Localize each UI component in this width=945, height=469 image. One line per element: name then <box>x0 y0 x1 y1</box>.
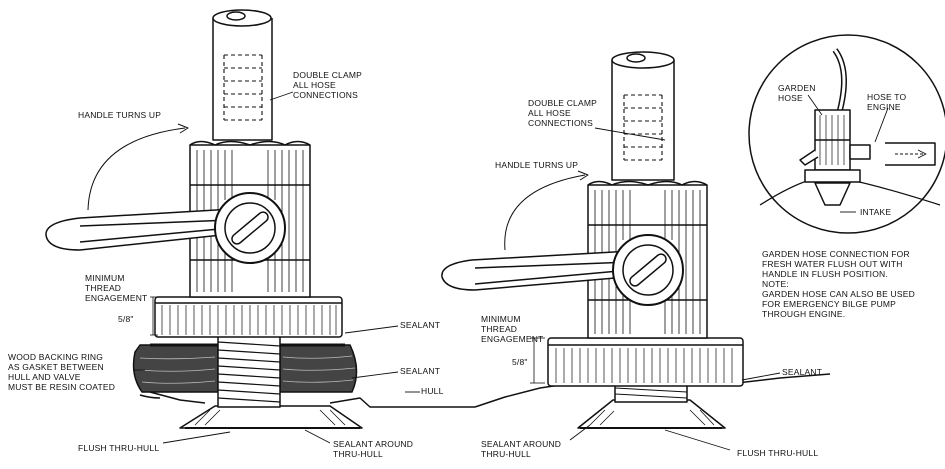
left-sealant-around-label: SEALANT AROUND THRU-HULL <box>333 439 414 459</box>
left-hose <box>212 18 273 141</box>
garden-hose-inset <box>748 34 945 234</box>
left-thread-dimension <box>150 296 158 336</box>
right-handle-turns-up-label: HANDLE TURNS UP <box>495 160 579 170</box>
right-valve-assembly <box>441 51 831 451</box>
left-hull-line <box>149 391 475 408</box>
right-double-clamp-label: DOUBLE CLAMP ALL HOSE CONNECTIONS <box>528 98 598 128</box>
left-sealant-mid-label: SEALANT <box>400 366 441 376</box>
garden-hose-note: GARDEN HOSE CONNECTION FOR FRESH WATER F… <box>762 249 915 319</box>
left-wood-backing-ring <box>132 344 219 393</box>
left-double-clamp-label: DOUBLE CLAMP ALL HOSE CONNECTIONS <box>293 70 363 100</box>
left-wood-backing-ring-label: WOOD BACKING RING AS GASKET BETWEEN HULL… <box>8 352 116 392</box>
left-dimension-label: 5/8" <box>118 314 134 324</box>
left-hull-label: HULL <box>421 386 444 396</box>
left-handle <box>45 207 251 251</box>
left-threaded-stem <box>217 334 281 408</box>
upper-leader-lines <box>269 91 666 141</box>
right-handle-arc <box>504 174 586 251</box>
left-thru-hull-sealant <box>194 409 346 426</box>
right-dimension-label: 5/8" <box>512 357 528 367</box>
inset-garden-hose-label: GARDEN HOSE <box>778 83 816 103</box>
left-valve-assembly <box>45 9 475 444</box>
left-flush-thru-hull-label: FLUSH THRU-HULL <box>78 443 160 453</box>
left-handle-turns-up-label: HANDLE TURNS UP <box>78 110 162 120</box>
right-flush-thru-hull-label: FLUSH THRU-HULL <box>737 448 819 458</box>
right-hose <box>611 60 675 181</box>
left-sealant-top-label: SEALANT <box>400 320 441 330</box>
right-sealant-label: SEALANT <box>782 367 823 377</box>
inset-hose-to-engine-label: HOSE TO ENGINE <box>867 92 907 112</box>
inset-intake-label: INTAKE <box>860 207 892 217</box>
right-leader-lines <box>569 372 781 451</box>
right-thru-hull-flange <box>577 399 726 429</box>
left-minimum-thread-label: MINIMUM THREAD ENGAGEMENT <box>85 273 148 303</box>
right-handle <box>441 249 651 291</box>
right-minimum-thread-label: MINIMUM THREAD ENGAGEMENT <box>481 314 544 344</box>
right-thread-dimension <box>530 337 545 384</box>
left-leader-lines <box>133 325 420 444</box>
left-handle-arc <box>87 127 186 211</box>
right-sealant-around-label: SEALANT AROUND THRU-HULL <box>481 439 562 459</box>
